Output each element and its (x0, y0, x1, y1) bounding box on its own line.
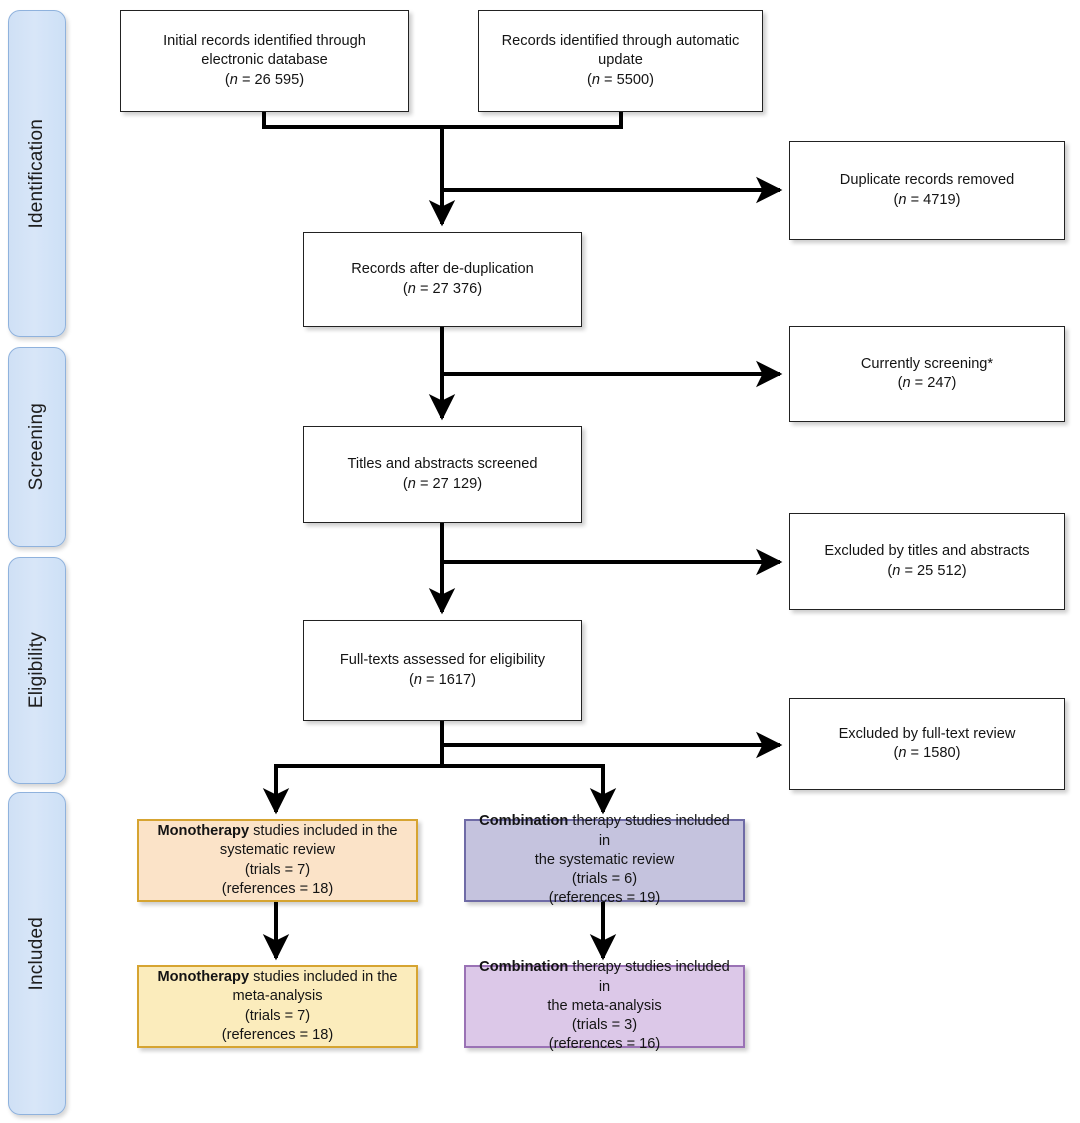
node-line-1: studies included in the (249, 823, 398, 839)
node-line-2: the meta-analysis (547, 997, 662, 1014)
n-symbol: n (898, 745, 907, 761)
node-line-2: the systematic review (534, 851, 675, 868)
node-duplicates-removed: Duplicate records removed (n = 4719) (789, 141, 1065, 240)
node-references: (references = 18) (221, 880, 334, 897)
n-symbol: n (898, 191, 907, 208)
node-monotherapy-meta-analysis: Monotherapy studies included in the meta… (137, 965, 418, 1048)
n-value: = 27 129) (415, 475, 483, 492)
node-combination-systematic-review: Combination therapy studies included in … (464, 813, 745, 906)
node-trials: (trials = 6) (571, 871, 638, 888)
node-monotherapy-systematic-review: Monotherapy studies included in the syst… (137, 819, 418, 902)
n-value: = 1617) (422, 671, 476, 688)
node-line-1: Duplicate records removed (839, 172, 1015, 189)
n-symbol: n (229, 71, 238, 88)
n-value: = 27 376) (415, 280, 483, 297)
node-references: (references = 16) (548, 1036, 661, 1053)
node-line-1: Records identified through automatic (501, 33, 740, 50)
n-symbol: n (407, 280, 416, 297)
node-excluded-titles-abstracts: Excluded by titles and abstracts (n = 25… (789, 513, 1065, 610)
node-trials: (trials = 3) (571, 1017, 638, 1034)
node-line-2: electronic database (201, 52, 328, 69)
node-emphasis: Combination (479, 959, 569, 976)
node-line-2: systematic review (219, 842, 336, 859)
n-value: = 4719) (906, 191, 961, 208)
node-references: (references = 18) (221, 1026, 334, 1043)
node-records-after-dedup: Records after de-duplication (n = 27 376… (303, 232, 582, 327)
stage-identification: Identification (8, 10, 66, 337)
node-line-2: update (598, 52, 643, 69)
node-line-1: studies included in the (249, 969, 398, 985)
node-emphasis: Combination (479, 813, 569, 830)
n-value: = 247) (910, 375, 957, 391)
n-symbol: n (902, 375, 911, 391)
node-trials: (trials = 7) (244, 1007, 311, 1024)
node-line-1: therapy studies included in (568, 959, 730, 995)
n-value: = 25 512) (900, 562, 967, 579)
node-line-1: Initial records identified through (163, 33, 366, 50)
stage-eligibility: Eligibility (8, 557, 66, 784)
node-initial-records: Initial records identified through elect… (120, 10, 409, 112)
node-line-1: Titles and abstracts screened (347, 456, 538, 473)
node-excluded-fulltext-review: Excluded by full-text review (n = 1580) (789, 698, 1065, 790)
n-value: = 5500) (600, 71, 654, 88)
node-emphasis: Monotherapy (157, 823, 250, 839)
n-symbol: n (892, 562, 901, 579)
node-combination-meta-analysis: Combination therapy studies included in … (464, 959, 745, 1052)
n-symbol: n (407, 475, 416, 492)
node-line-1: Excluded by titles and abstracts (824, 543, 1030, 560)
n-value: = 26 595) (237, 71, 305, 88)
node-references: (references = 19) (548, 890, 661, 907)
stage-label: Eligibility (26, 632, 47, 709)
node-fulltexts-assessed: Full-texts assessed for eligibility (n =… (303, 620, 582, 721)
stage-screening: Screening (8, 347, 66, 547)
node-line-1: Full-texts assessed for eligibility (339, 652, 546, 669)
node-line-1: Excluded by full-text review (838, 725, 1016, 742)
n-symbol: n (591, 71, 600, 88)
stage-label: Included (26, 916, 47, 991)
stage-label: Screening (26, 403, 47, 491)
node-line-2: meta-analysis (232, 988, 323, 1005)
connector-merge-top (262, 112, 623, 129)
stage-label: Identification (26, 118, 47, 229)
node-line-1: Records after de-duplication (351, 261, 534, 278)
n-symbol: n (413, 671, 422, 688)
stage-included: Included (8, 792, 66, 1115)
node-trials: (trials = 7) (244, 861, 311, 878)
node-auto-update: Records identified through automatic upd… (478, 10, 763, 112)
node-line-1: Currently screening* (860, 355, 994, 372)
node-currently-screening: Currently screening* (n = 247) (789, 326, 1065, 422)
node-line-1: therapy studies included in (568, 813, 730, 849)
node-emphasis: Monotherapy (157, 969, 250, 985)
n-value: = 1580) (906, 745, 961, 761)
node-titles-abstracts-screened: Titles and abstracts screened (n = 27 12… (303, 426, 582, 523)
